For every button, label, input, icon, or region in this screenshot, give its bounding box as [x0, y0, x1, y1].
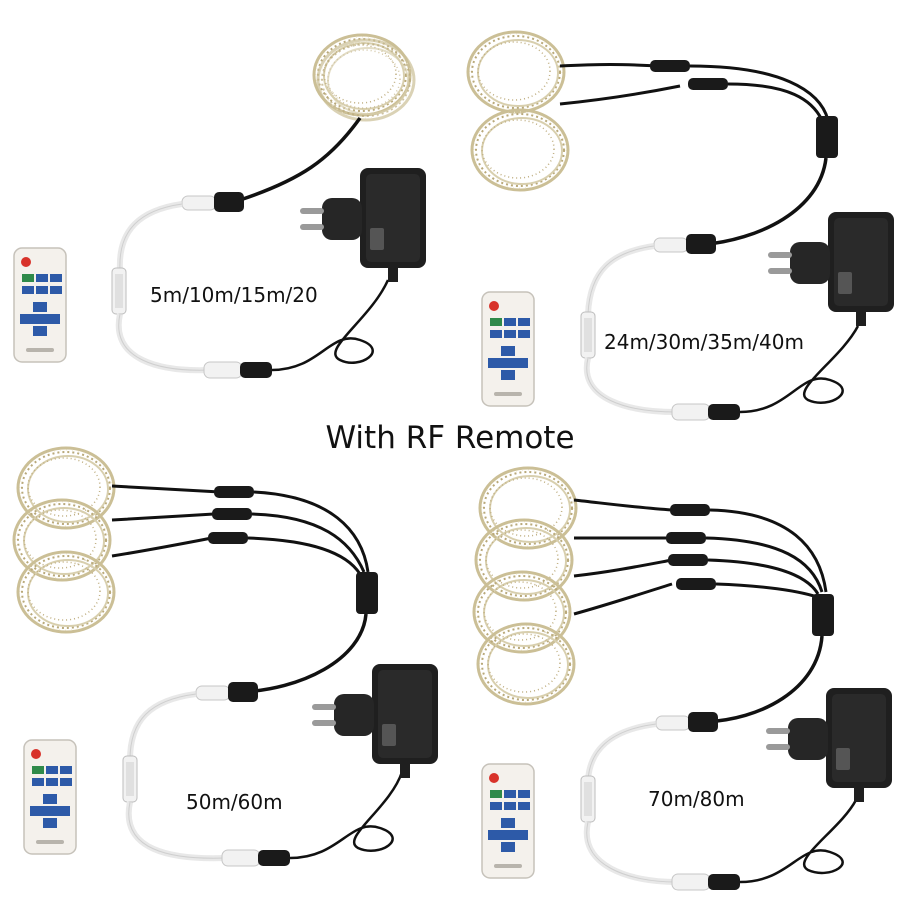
- rf-remote-icon: [23, 739, 77, 855]
- headline: With RF Remote: [325, 420, 575, 456]
- controller-icon: [580, 311, 596, 359]
- power-adapter-icon: [766, 688, 892, 802]
- rf-remote-icon: [481, 763, 535, 879]
- controller-icon: [122, 755, 138, 803]
- led-fairy-string-icon: [312, 33, 416, 122]
- kit-4: [472, 466, 892, 891]
- splitter-icon: [816, 116, 838, 158]
- kit-1: [13, 33, 426, 379]
- splitter-icon: [356, 572, 378, 614]
- led-fairy-string-icon: [12, 446, 116, 634]
- power-adapter-icon: [300, 168, 426, 282]
- led-fairy-string-icon: [466, 30, 570, 192]
- power-adapter-icon: [768, 212, 894, 326]
- kit-3: [12, 446, 438, 867]
- kit-4-length-label: 70m/80m: [648, 787, 745, 811]
- rf-remote-icon: [13, 247, 67, 363]
- led-fairy-string-icon: [472, 466, 578, 706]
- splitter-icon: [812, 594, 834, 636]
- controller-icon: [111, 267, 127, 315]
- rf-remote-icon: [481, 291, 535, 407]
- kit-3-length-label: 50m/60m: [186, 790, 283, 814]
- power-adapter-icon: [312, 664, 438, 778]
- kit-2: [466, 30, 894, 421]
- kit-2-length-label: 24m/30m/35m/40m: [604, 330, 804, 354]
- controller-icon: [580, 775, 596, 823]
- kit-1-length-label: 5m/10m/15m/20: [150, 283, 318, 307]
